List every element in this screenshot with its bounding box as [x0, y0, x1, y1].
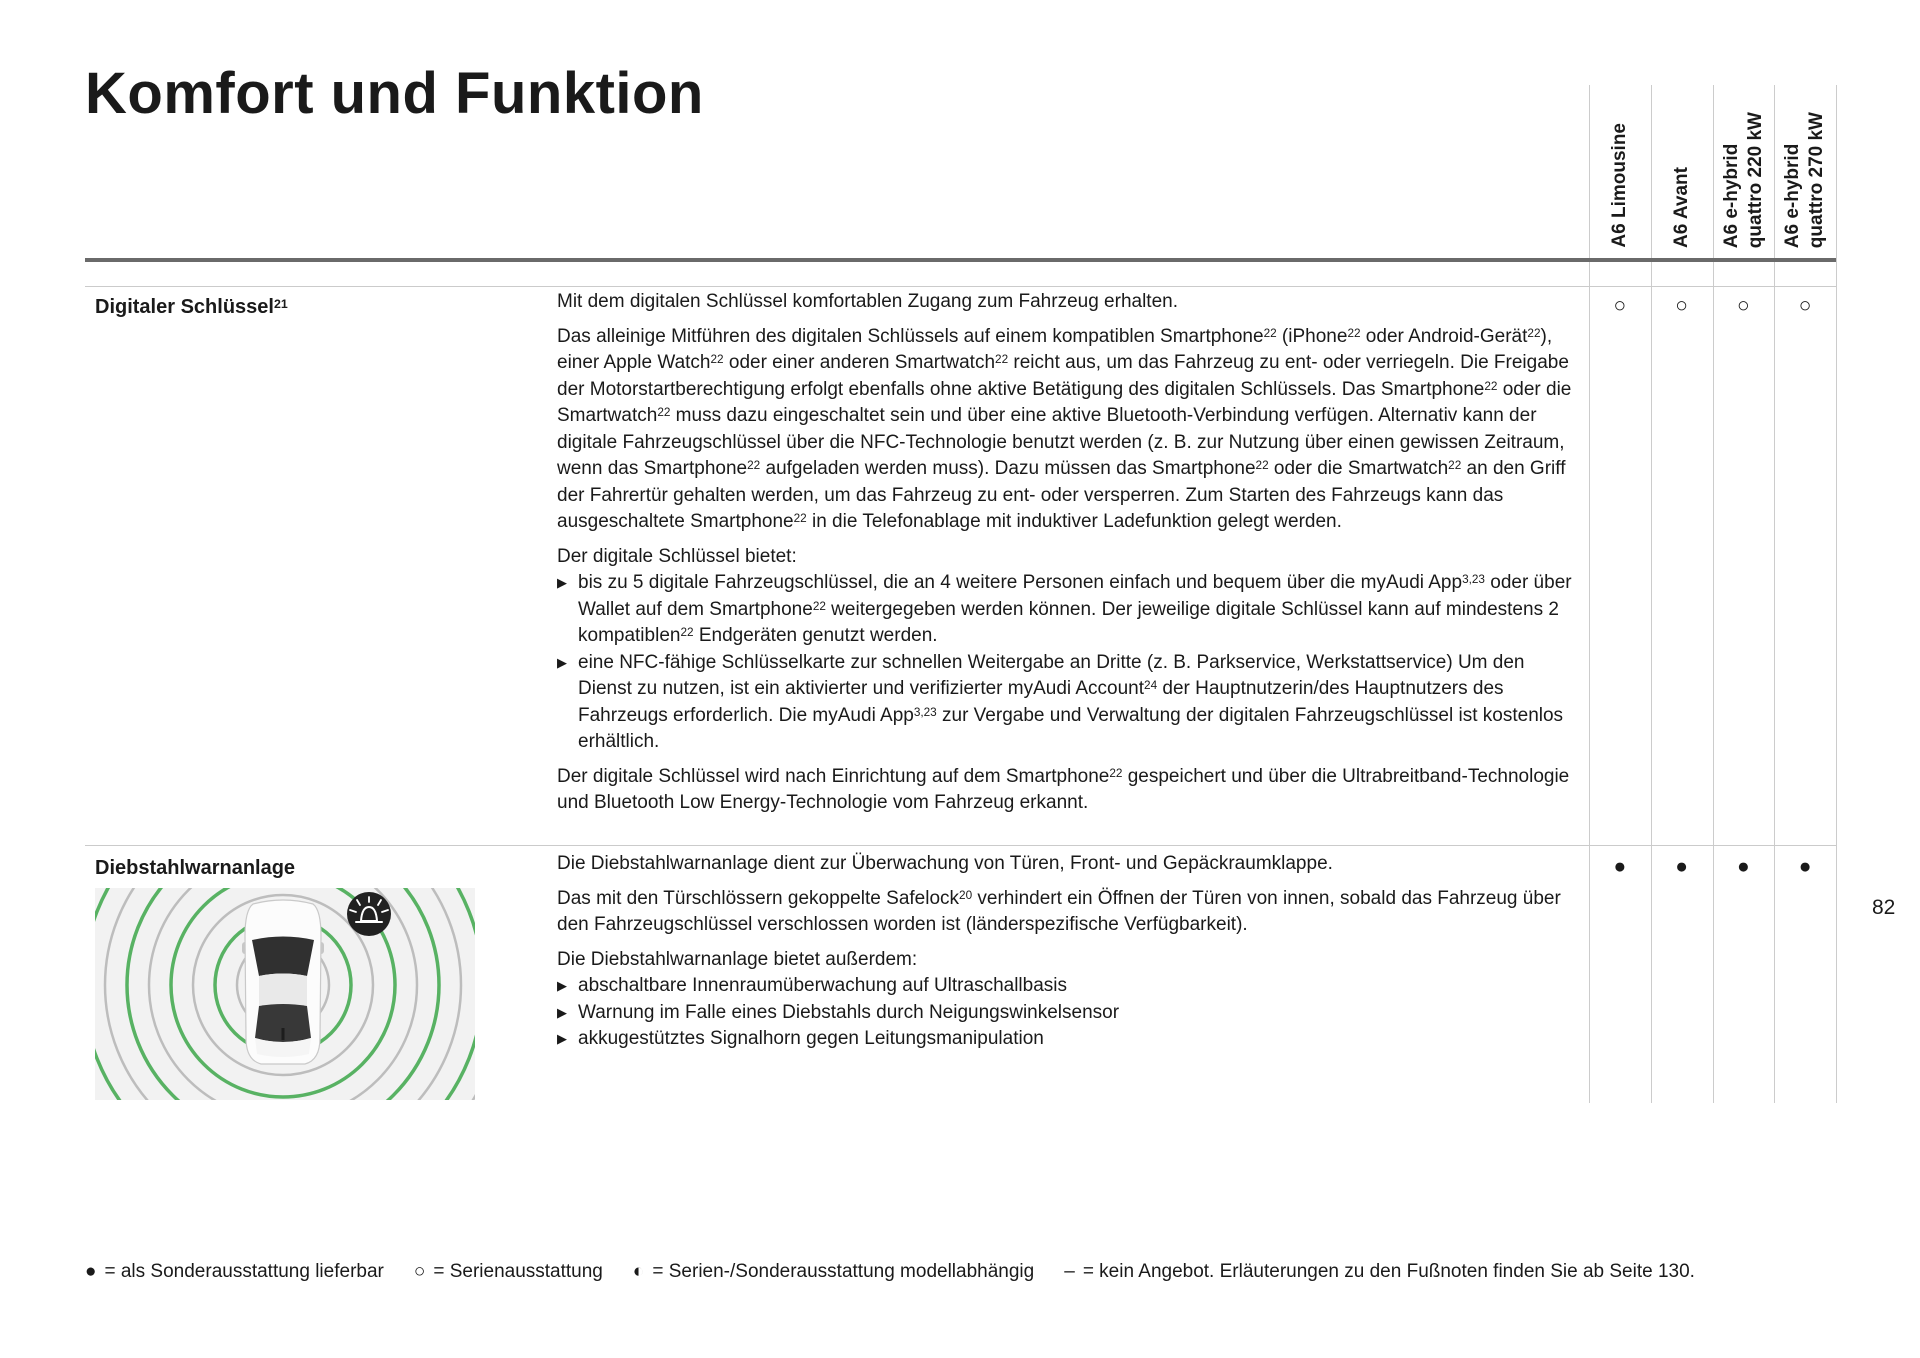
feature-description-diebstahlwarnanlage: Die Diebstahlwarnanlage dient zur Überwa…: [557, 851, 1577, 1061]
list-item: ▶ eine NFC-fähige Schlüsselkarte zur sch…: [557, 650, 1577, 756]
legend-item: – = kein Angebot. Erläuterungen zu den F…: [1064, 1261, 1695, 1283]
legend-label: = kein Angebot. Erläuterungen zu den Fuß…: [1082, 1261, 1695, 1282]
column-header-label: A6 e-hybrid quattro 220 kW: [1720, 111, 1766, 248]
legend-item: ○ = Serienausstattung: [414, 1261, 603, 1283]
page-title: Komfort und Funktion: [85, 61, 704, 126]
column-header-label: A6 Limousine: [1609, 123, 1630, 248]
column-divider: [1589, 85, 1590, 1103]
list-intro: Der digitale Schlüssel bietet:: [557, 545, 797, 567]
legend-label: = Serienausstattung: [433, 1261, 603, 1282]
bullet-icon: ▶: [557, 575, 567, 590]
availability-icon: ●: [1737, 855, 1750, 878]
legend-label: = als Sonderausstattung lieferbar: [104, 1261, 384, 1282]
list-intro: Die Diebstahlwarnanlage bietet außerdem:: [557, 948, 918, 970]
availability-icon: ○: [1675, 294, 1688, 317]
column-header-label: A6 Avant: [1670, 167, 1692, 248]
legend-item: ● = als Sonderausstattung lieferbar: [85, 1261, 384, 1283]
open-circle-icon: ○: [413, 1261, 426, 1282]
half-circle-icon: ◐: [632, 1261, 645, 1282]
column-divider: [1651, 85, 1652, 1103]
column-header-a6-ehybrid-270: A6 e-hybrid quattro 270 kW: [1774, 85, 1836, 258]
car-top-view: [242, 899, 324, 1065]
header-rule: [85, 258, 1836, 262]
bullet-icon: ▶: [557, 1031, 567, 1046]
feature-label-digitaler-schluessel: Digitaler Schlüssel21: [95, 296, 288, 318]
availability-icon: ○: [1737, 294, 1750, 317]
paragraph: Die Diebstahlwarnanlage dient zur Überwa…: [557, 853, 1333, 874]
theft-alarm-illustration: [95, 888, 475, 1100]
paragraph: Der digitale Schlüssel wird nach Einrich…: [557, 765, 1570, 814]
column-divider: [1836, 85, 1837, 1103]
availability-icon: ○: [1613, 294, 1627, 317]
availability-icon: ●: [1675, 855, 1688, 878]
list-item-text: Warnung im Falle eines Diebstahls durch …: [578, 1001, 1120, 1023]
availability-icon: ○: [1798, 294, 1812, 317]
siren-icon: [347, 892, 391, 936]
availability-icon: ●: [1798, 855, 1812, 878]
page-number: 82: [1872, 896, 1896, 919]
row-divider: [85, 286, 1836, 287]
list-item-text: eine NFC-fähige Schlüsselkarte zur schne…: [578, 651, 1564, 753]
paragraph: Das alleinige Mitführen des digitalen Sc…: [557, 325, 1572, 533]
model-column-headers: A6 Limousine A6 Avant A6 e-hybrid quattr…: [1589, 85, 1836, 258]
list-item: ▶ akkugestütztes Signalhorn gegen Leitun…: [557, 1026, 1577, 1053]
row-divider: [85, 845, 1836, 846]
column-header-a6-limousine: A6 Limousine: [1589, 85, 1651, 258]
column-divider: [1774, 85, 1775, 1103]
list-item-text: bis zu 5 digitale Fahrzeugschlüssel, die…: [578, 572, 1572, 646]
column-header-a6-ehybrid-220: A6 e-hybrid quattro 220 kW: [1713, 85, 1775, 258]
feature-bullet-list: ▶ bis zu 5 digitale Fahrzeugschlüssel, d…: [557, 570, 1577, 756]
filled-circle-icon: ●: [85, 1261, 97, 1282]
list-item: ▶ Warnung im Falle eines Diebstahls durc…: [557, 1000, 1577, 1027]
column-header-a6-avant: A6 Avant: [1651, 85, 1713, 258]
bullet-icon: ▶: [557, 978, 567, 993]
legend-label: = Serien-/Sonderausstattung modellabhäng…: [652, 1261, 1035, 1282]
feature-description-digitaler-schluessel: Mit dem digitalen Schlüssel komfortablen…: [557, 289, 1577, 825]
list-item: ▶ abschaltbare Innenraumüberwachung auf …: [557, 973, 1577, 1000]
list-item-text: abschaltbare Innenraumüberwachung auf Ul…: [578, 975, 1068, 996]
feature-bullet-list: ▶ abschaltbare Innenraumüberwachung auf …: [557, 973, 1577, 1053]
availability-row-diebstahlwarnanlage: ● ● ● ●: [1589, 855, 1836, 879]
list-item-text: akkugestütztes Signalhorn gegen Leitungs…: [578, 1028, 1044, 1049]
availability-row-digitaler-schluessel: ○ ○ ○ ○: [1589, 294, 1836, 318]
availability-icon: ●: [1613, 855, 1627, 878]
bullet-icon: ▶: [557, 654, 567, 670]
list-item: ▶ bis zu 5 digitale Fahrzeugschlüssel, d…: [557, 570, 1577, 650]
dash-icon: –: [1064, 1261, 1075, 1282]
feature-label-diebstahlwarnanlage: Diebstahlwarnanlage: [95, 857, 296, 879]
column-divider: [1713, 85, 1714, 1103]
availability-legend: ● = als Sonderausstattung lieferbar ○ = …: [85, 1261, 1695, 1283]
legend-item: ◐ = Serien-/Sonderausstattung modellabhä…: [633, 1261, 1034, 1283]
column-header-label: A6 e-hybrid quattro 270 kW: [1782, 111, 1828, 248]
paragraph: Mit dem digitalen Schlüssel komfortablen…: [557, 291, 1178, 312]
paragraph: Das mit den Türschlössern gekoppelte Saf…: [557, 887, 1561, 936]
bullet-icon: ▶: [557, 1004, 567, 1020]
